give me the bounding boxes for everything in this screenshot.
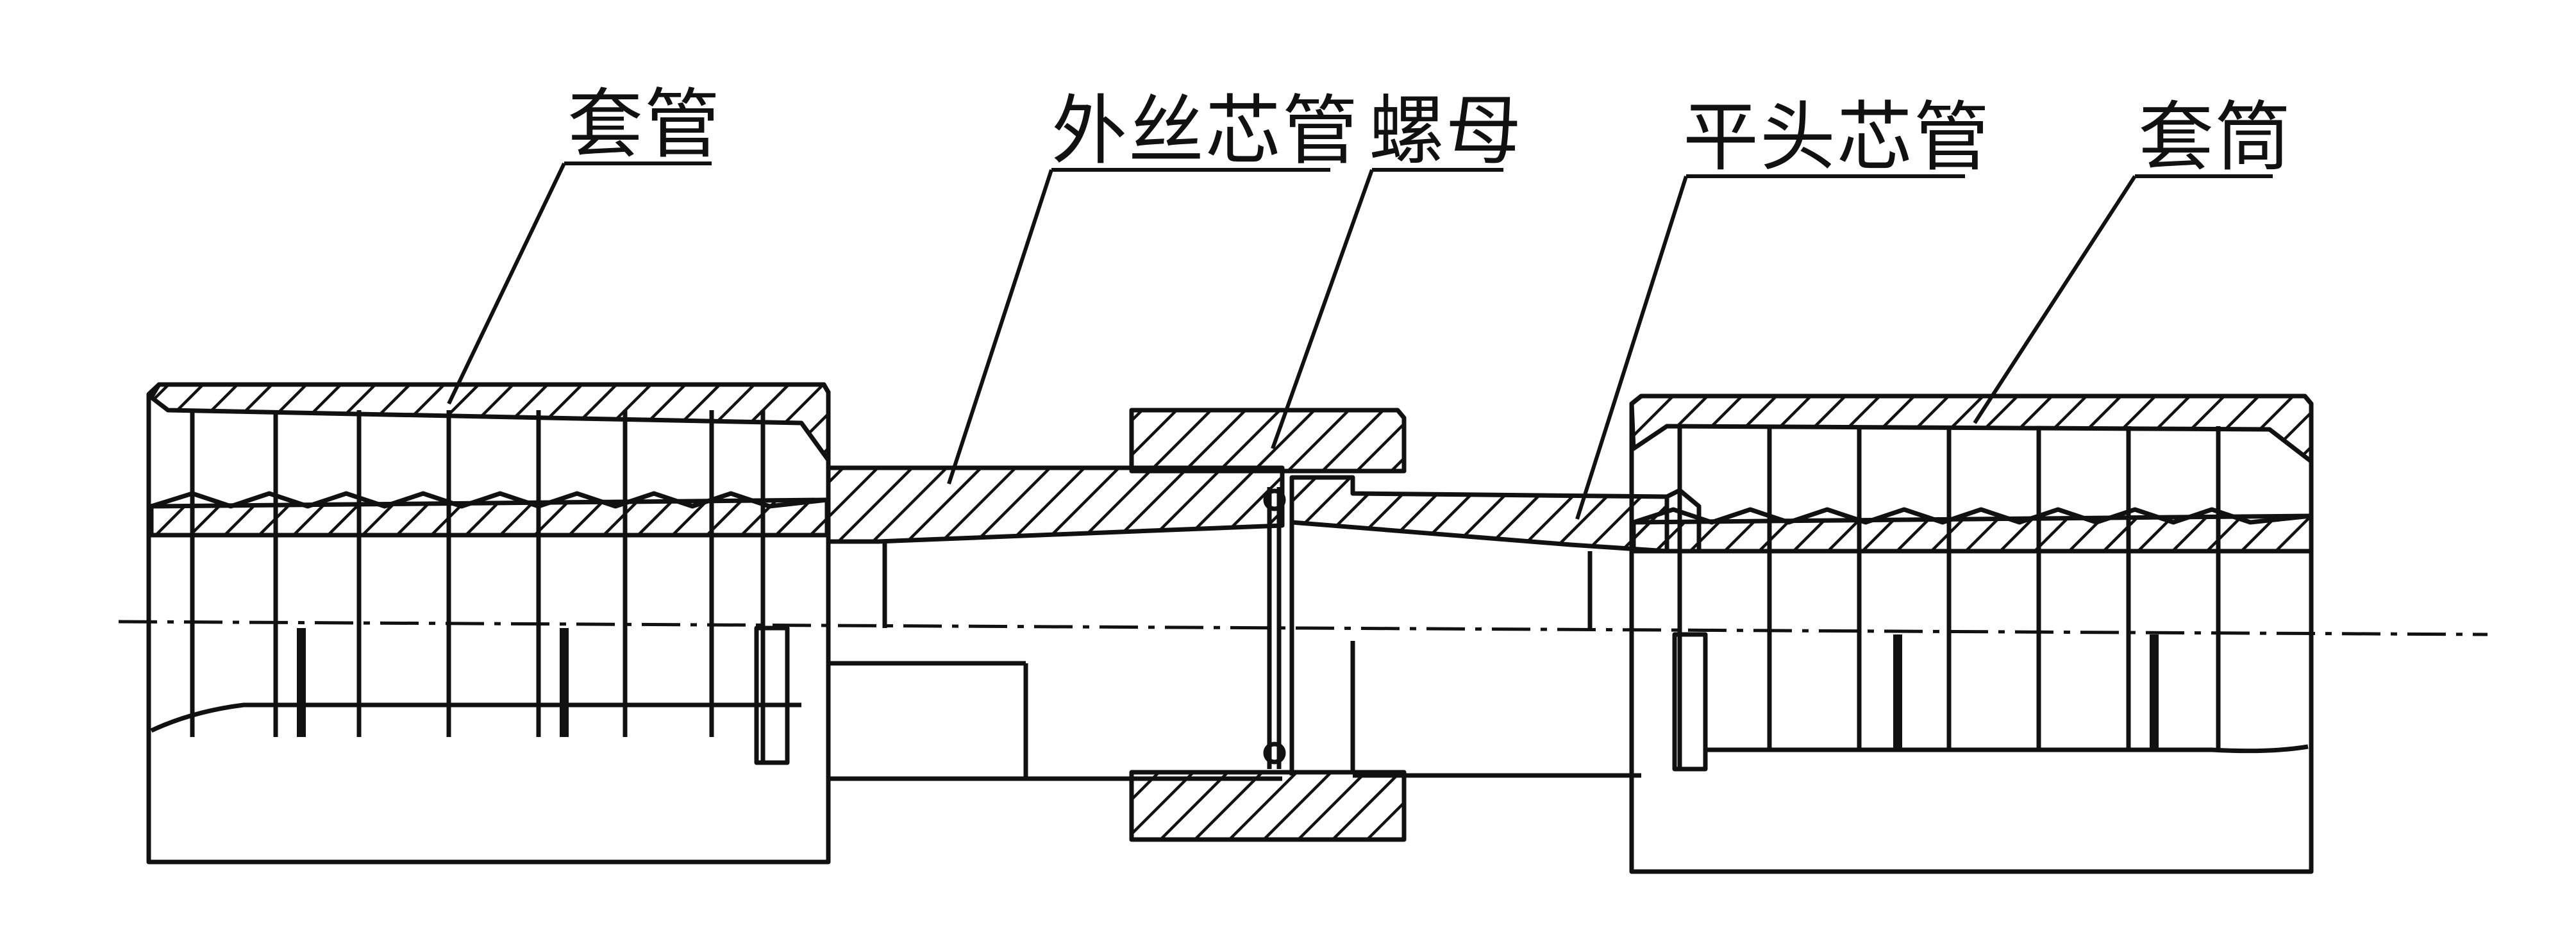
centerline — [118, 620, 2488, 636]
leader-lines — [447, 161, 2273, 520]
male-thread-insert — [826, 465, 1285, 781]
nut — [1129, 408, 1407, 842]
left-sleeve — [146, 382, 831, 865]
label-nut: 螺母 — [1369, 87, 1523, 175]
right-sleeve — [1629, 393, 2314, 874]
label-sleeve-right: 套筒 — [2138, 93, 2293, 181]
label-sleeve-left: 套管 — [567, 80, 722, 169]
label-flat-head-insert: 平头芯管 — [1683, 93, 1991, 181]
label-male-thread-insert: 外丝芯管 — [1051, 87, 1360, 175]
